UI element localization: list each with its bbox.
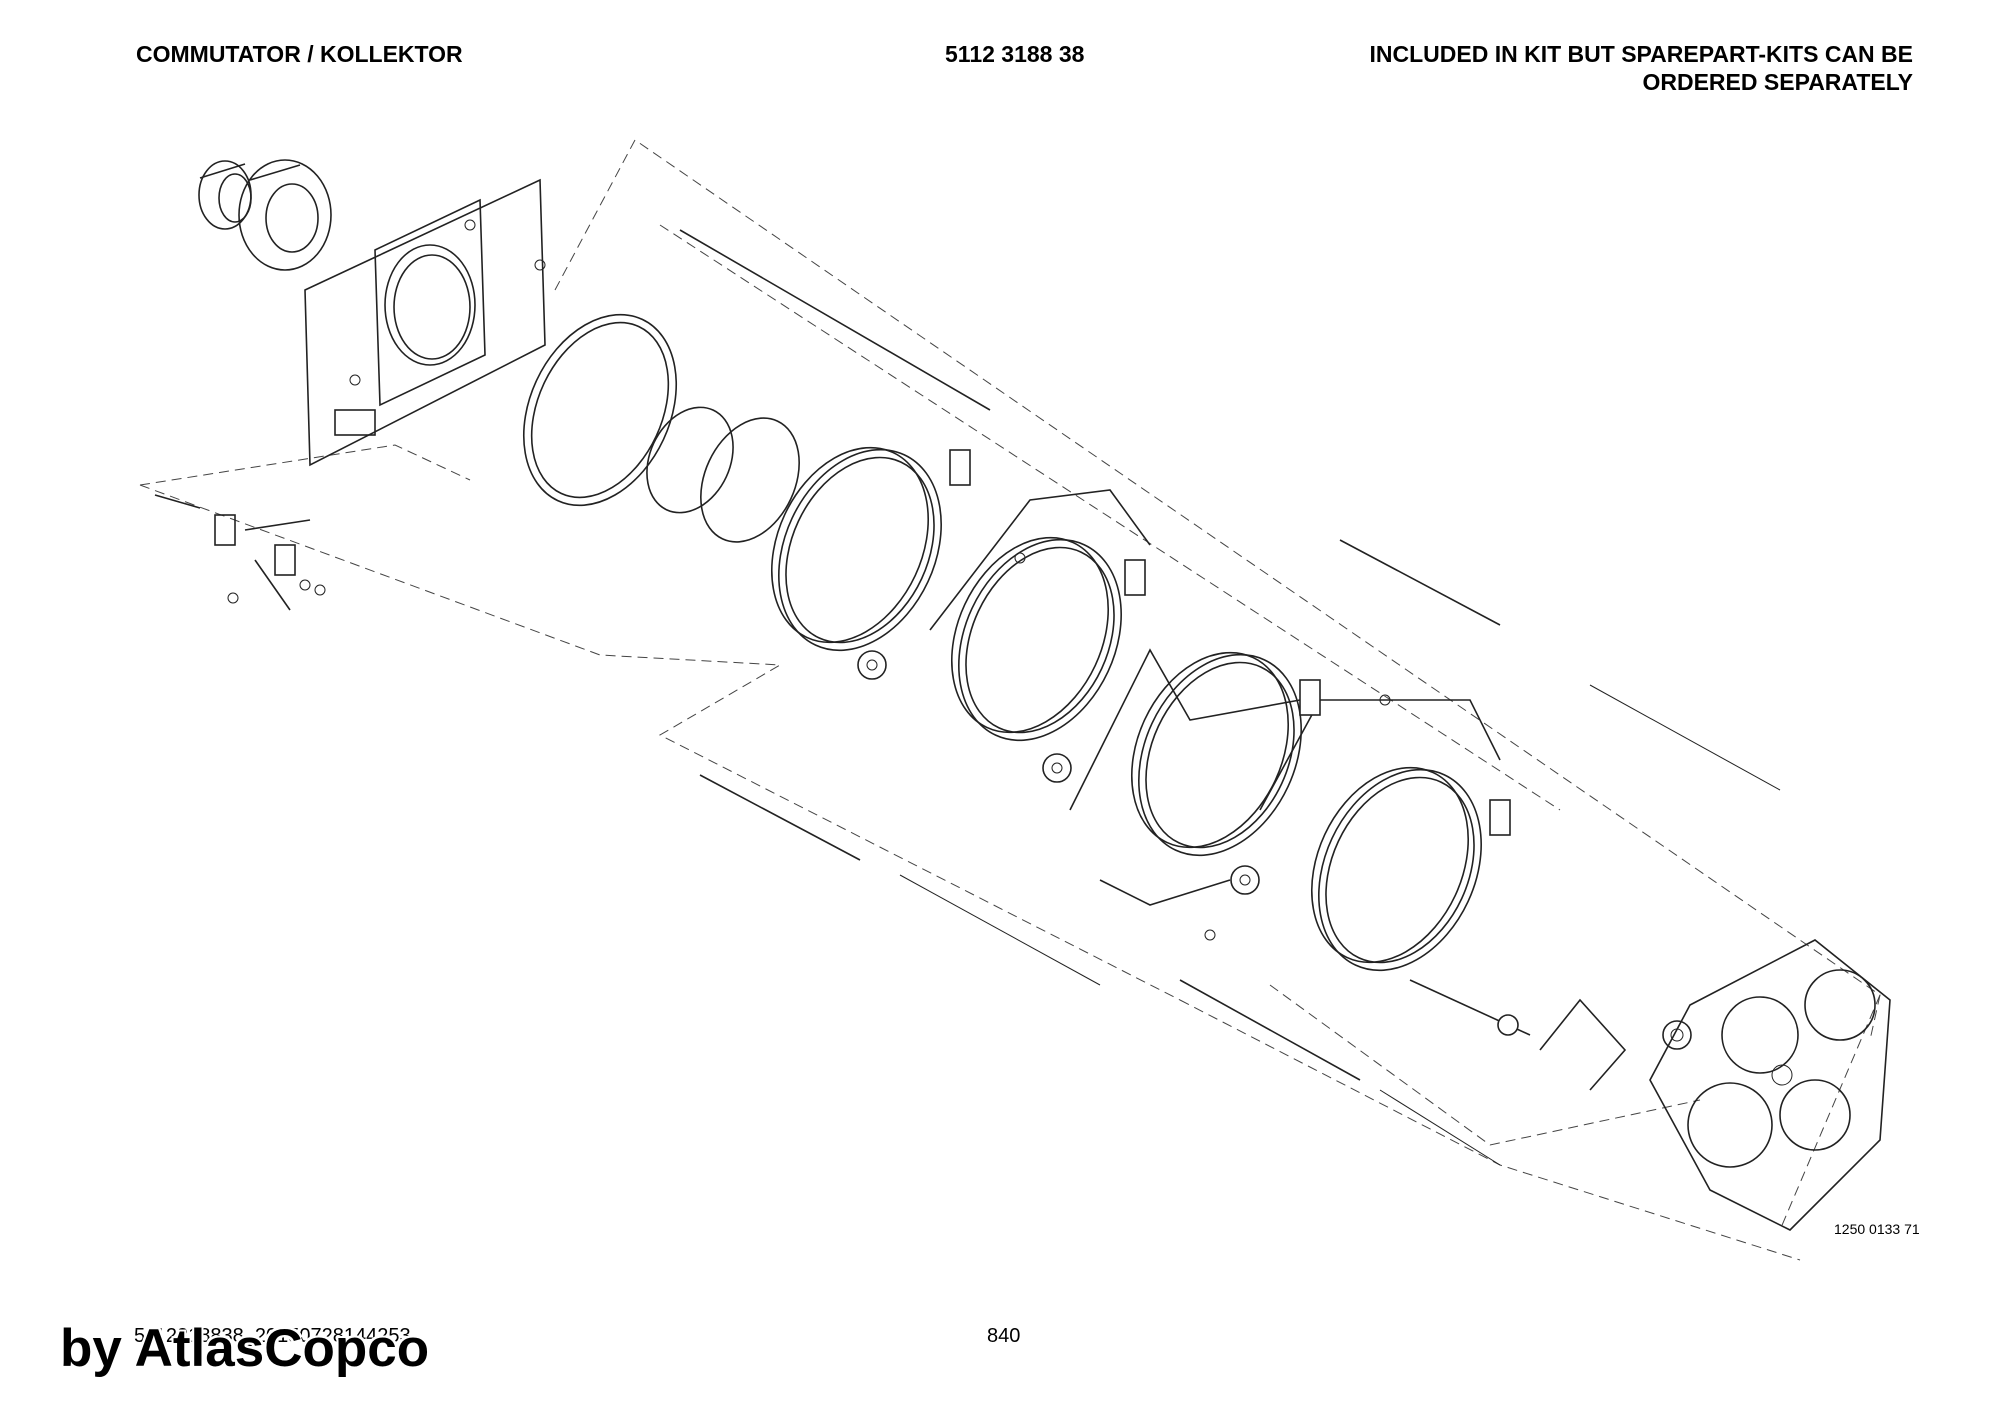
mounting-plate [304, 178, 546, 467]
assembly-guide-lines [139, 139, 1881, 1261]
figure-code: 1250 0133 71 [1834, 1221, 1920, 1237]
document-id: 5112318838_20150728144253 [134, 1325, 411, 1347]
support-rods [679, 229, 1781, 1166]
part-number: 5112 3188 38 [945, 41, 1085, 67]
kit-note-line1: INCLUDED IN KIT BUT SPAREPART-KITS CAN B… [1369, 41, 1914, 67]
watermark-text: by AtlasCopco [60, 1319, 430, 1378]
kit-note: INCLUDED IN KIT BUT SPAREPART-KITS CAN B… [1153, 40, 1914, 96]
coupling-assembly [198, 159, 332, 271]
kit-note-line2: ORDERED SEPARATELY [1642, 69, 1913, 95]
brush-holder-small-parts [154, 494, 326, 611]
brush-holder-brackets [929, 449, 1511, 906]
page-number: 840 [987, 1325, 1021, 1347]
shaft-and-end-plate [1409, 939, 1891, 1231]
page-title: COMMUTATOR / KOLLEKTOR [136, 41, 463, 67]
brush-rings [522, 313, 1482, 972]
insulating-spacers [857, 552, 1391, 941]
